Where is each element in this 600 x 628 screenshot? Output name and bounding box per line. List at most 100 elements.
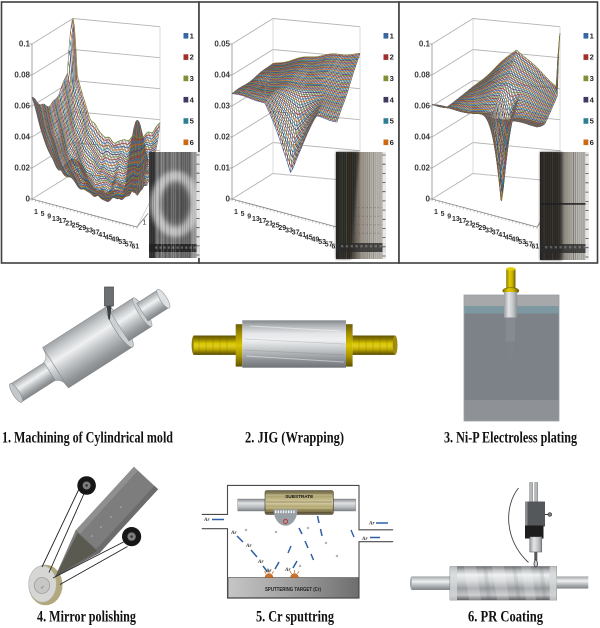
svg-text:2: 2 [390, 53, 394, 62]
svg-text:1: 1 [143, 220, 147, 227]
svg-text:6: 6 [190, 138, 194, 147]
svg-text:61: 61 [331, 244, 339, 251]
svg-text:9: 9 [447, 213, 451, 220]
svg-text:5: 5 [41, 211, 45, 218]
svg-text:Ar: Ar [368, 521, 375, 527]
svg-text:3: 3 [390, 74, 394, 83]
svg-text:SUBSTRATE: SUBSTRATE [285, 494, 314, 500]
svg-text:0.02: 0.02 [414, 164, 430, 173]
svg-text:13: 13 [452, 216, 460, 223]
svg-text:49: 49 [312, 237, 320, 244]
svg-text:Ar: Ar [361, 536, 368, 542]
svg-text:5: 5 [390, 117, 395, 126]
svg-text:5: 5 [190, 117, 195, 126]
svg-text:37: 37 [92, 230, 100, 237]
svg-text:41: 41 [498, 232, 506, 239]
svg-text:3. Ni-P Electroless plating: 3. Ni-P Electroless plating [444, 430, 577, 447]
svg-text:0.04: 0.04 [14, 133, 30, 142]
svg-text:2. JIG (Wrapping): 2. JIG (Wrapping) [245, 430, 344, 447]
svg-text:49: 49 [512, 237, 520, 244]
svg-text:0.08: 0.08 [414, 71, 430, 80]
svg-text:45: 45 [305, 234, 313, 241]
svg-text:6: 6 [590, 138, 594, 147]
svg-text:0.03: 0.03 [214, 102, 230, 111]
svg-text:4. Mirror polishing: 4. Mirror polishing [37, 609, 136, 626]
svg-text:0.06: 0.06 [414, 102, 430, 111]
svg-text:0.1: 0.1 [419, 40, 431, 49]
svg-text:0.05: 0.05 [214, 40, 230, 49]
svg-text:0: 0 [26, 195, 31, 204]
svg-text:21: 21 [265, 220, 273, 227]
svg-text:1: 1 [390, 31, 395, 40]
svg-text:4: 4 [390, 95, 395, 104]
svg-text:5. Cr sputtring: 5. Cr sputtring [256, 609, 334, 626]
svg-text:53: 53 [518, 239, 526, 246]
svg-text:2: 2 [190, 53, 194, 62]
svg-text:Ar: Ar [257, 559, 264, 565]
svg-text:5: 5 [590, 117, 595, 126]
svg-text:21: 21 [65, 220, 73, 227]
svg-text:57: 57 [125, 241, 133, 248]
svg-text:13: 13 [52, 216, 60, 223]
svg-text:29: 29 [78, 225, 86, 232]
svg-text:61: 61 [531, 244, 539, 251]
svg-text:21: 21 [465, 220, 473, 227]
svg-text:0.04: 0.04 [414, 133, 430, 142]
svg-text:Ar: Ar [203, 517, 210, 523]
svg-text:4: 4 [590, 95, 595, 104]
svg-text:0.08: 0.08 [14, 71, 30, 80]
svg-text:6. PR Coating: 6. PR Coating [468, 609, 543, 626]
svg-text:3: 3 [190, 74, 194, 83]
svg-text:SPUTTERING TARGET (Cr): SPUTTERING TARGET (Cr) [265, 587, 321, 593]
svg-text:53: 53 [118, 239, 126, 246]
svg-text:6: 6 [390, 138, 394, 147]
svg-text:0.06: 0.06 [14, 102, 30, 111]
svg-text:1: 1 [190, 31, 195, 40]
svg-text:25: 25 [472, 223, 480, 230]
svg-text:0.02: 0.02 [214, 133, 230, 142]
svg-text:25: 25 [272, 223, 280, 230]
svg-text:17: 17 [59, 218, 67, 225]
svg-text:Ar: Ar [245, 543, 252, 549]
svg-text:0.04: 0.04 [214, 71, 230, 80]
svg-text:41: 41 [98, 232, 106, 239]
svg-text:5: 5 [241, 211, 245, 218]
svg-text:9: 9 [47, 213, 51, 220]
svg-text:33: 33 [85, 227, 93, 234]
svg-text:61: 61 [131, 244, 139, 251]
svg-text:2: 2 [590, 53, 594, 62]
svg-text:5: 5 [441, 211, 445, 218]
svg-text:Ar: Ar [284, 567, 291, 573]
svg-text:45: 45 [505, 234, 513, 241]
svg-text:29: 29 [478, 225, 486, 232]
svg-text:45: 45 [105, 234, 113, 241]
svg-text:53: 53 [318, 239, 326, 246]
svg-text:57: 57 [525, 241, 533, 248]
svg-text:49: 49 [112, 237, 120, 244]
svg-text:17: 17 [259, 218, 267, 225]
svg-text:25: 25 [72, 223, 80, 230]
svg-text:1: 1 [234, 209, 238, 216]
svg-text:17: 17 [459, 218, 467, 225]
svg-text:1: 1 [434, 209, 438, 216]
svg-text:57: 57 [325, 241, 333, 248]
svg-text:3: 3 [590, 74, 594, 83]
svg-text:0.1: 0.1 [19, 40, 31, 49]
svg-text:0.01: 0.01 [214, 164, 230, 173]
svg-text:1. Machining of Cylindrical mo: 1. Machining of Cylindrical mold [2, 430, 173, 447]
svg-text:1: 1 [34, 209, 38, 216]
svg-text:41: 41 [298, 232, 306, 239]
svg-text:0: 0 [426, 195, 431, 204]
svg-text:0: 0 [226, 195, 231, 204]
svg-text:9: 9 [247, 213, 251, 220]
svg-text:37: 37 [292, 230, 300, 237]
svg-text:33: 33 [285, 227, 293, 234]
svg-text:29: 29 [278, 225, 286, 232]
svg-text:Ar: Ar [230, 530, 237, 536]
svg-text:0.02: 0.02 [14, 164, 30, 173]
svg-text:1: 1 [590, 31, 595, 40]
svg-text:37: 37 [492, 230, 500, 237]
svg-text:4: 4 [190, 95, 195, 104]
svg-text:33: 33 [485, 227, 493, 234]
svg-text:13: 13 [252, 216, 260, 223]
